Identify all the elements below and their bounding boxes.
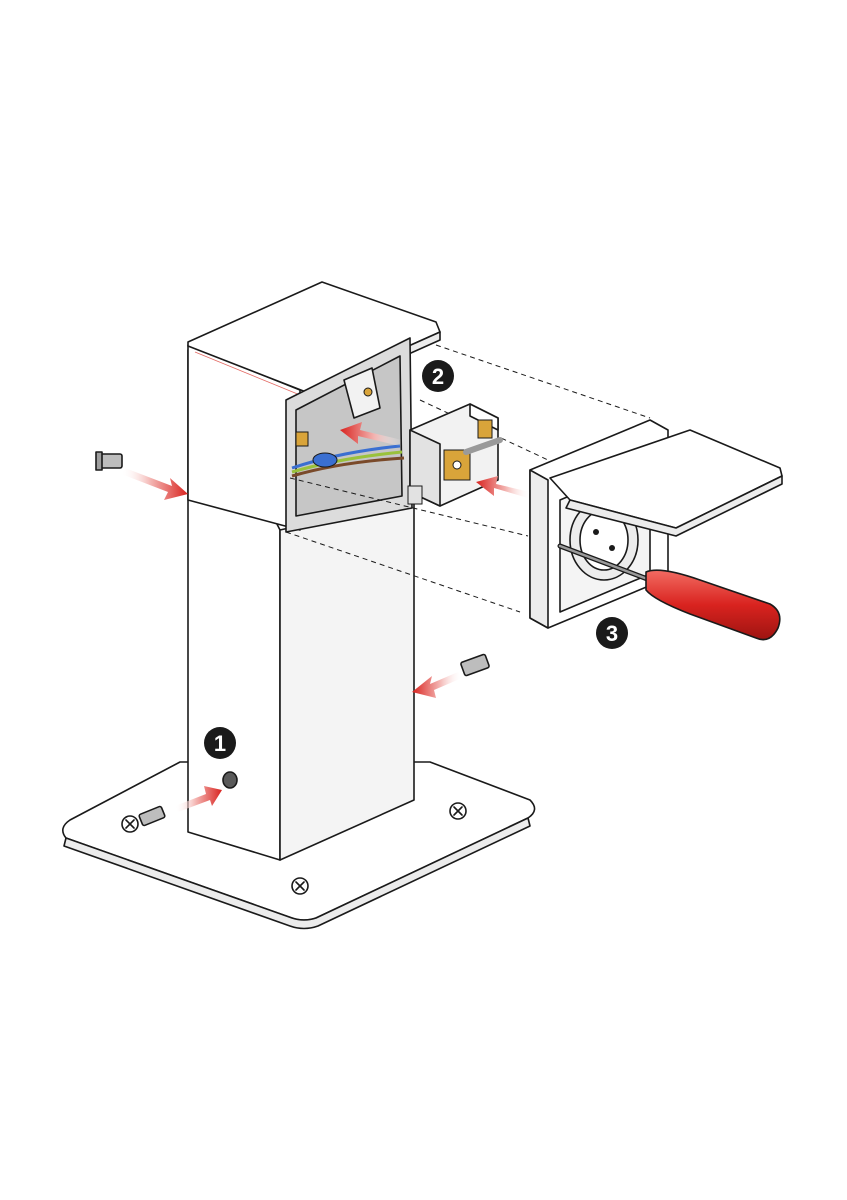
step-number: 1 (214, 731, 226, 756)
arrow-icon (412, 672, 462, 698)
arrow-icon (476, 476, 530, 498)
step-badge-2: 2 (422, 360, 454, 392)
screw-icon (95, 451, 123, 471)
step-badge-1: 1 (204, 727, 236, 759)
fixing-hole (222, 771, 238, 789)
socket-mechanism (407, 403, 503, 507)
step-badge-3: 3 (596, 617, 628, 649)
arrow-icon (340, 422, 402, 446)
plate-screw-icon (121, 815, 139, 833)
alignment-guides (285, 344, 651, 613)
plate-screw-icon (449, 802, 467, 820)
screw-icon (138, 805, 166, 827)
arrow-icon (175, 786, 222, 812)
socket-lid (549, 429, 783, 537)
screw-icon (460, 653, 490, 677)
plate-screw-icon (291, 877, 309, 895)
step-number: 3 (606, 621, 618, 646)
arrow-icon (121, 468, 188, 500)
screwdriver-icon (557, 543, 781, 641)
step-number: 2 (432, 364, 444, 389)
